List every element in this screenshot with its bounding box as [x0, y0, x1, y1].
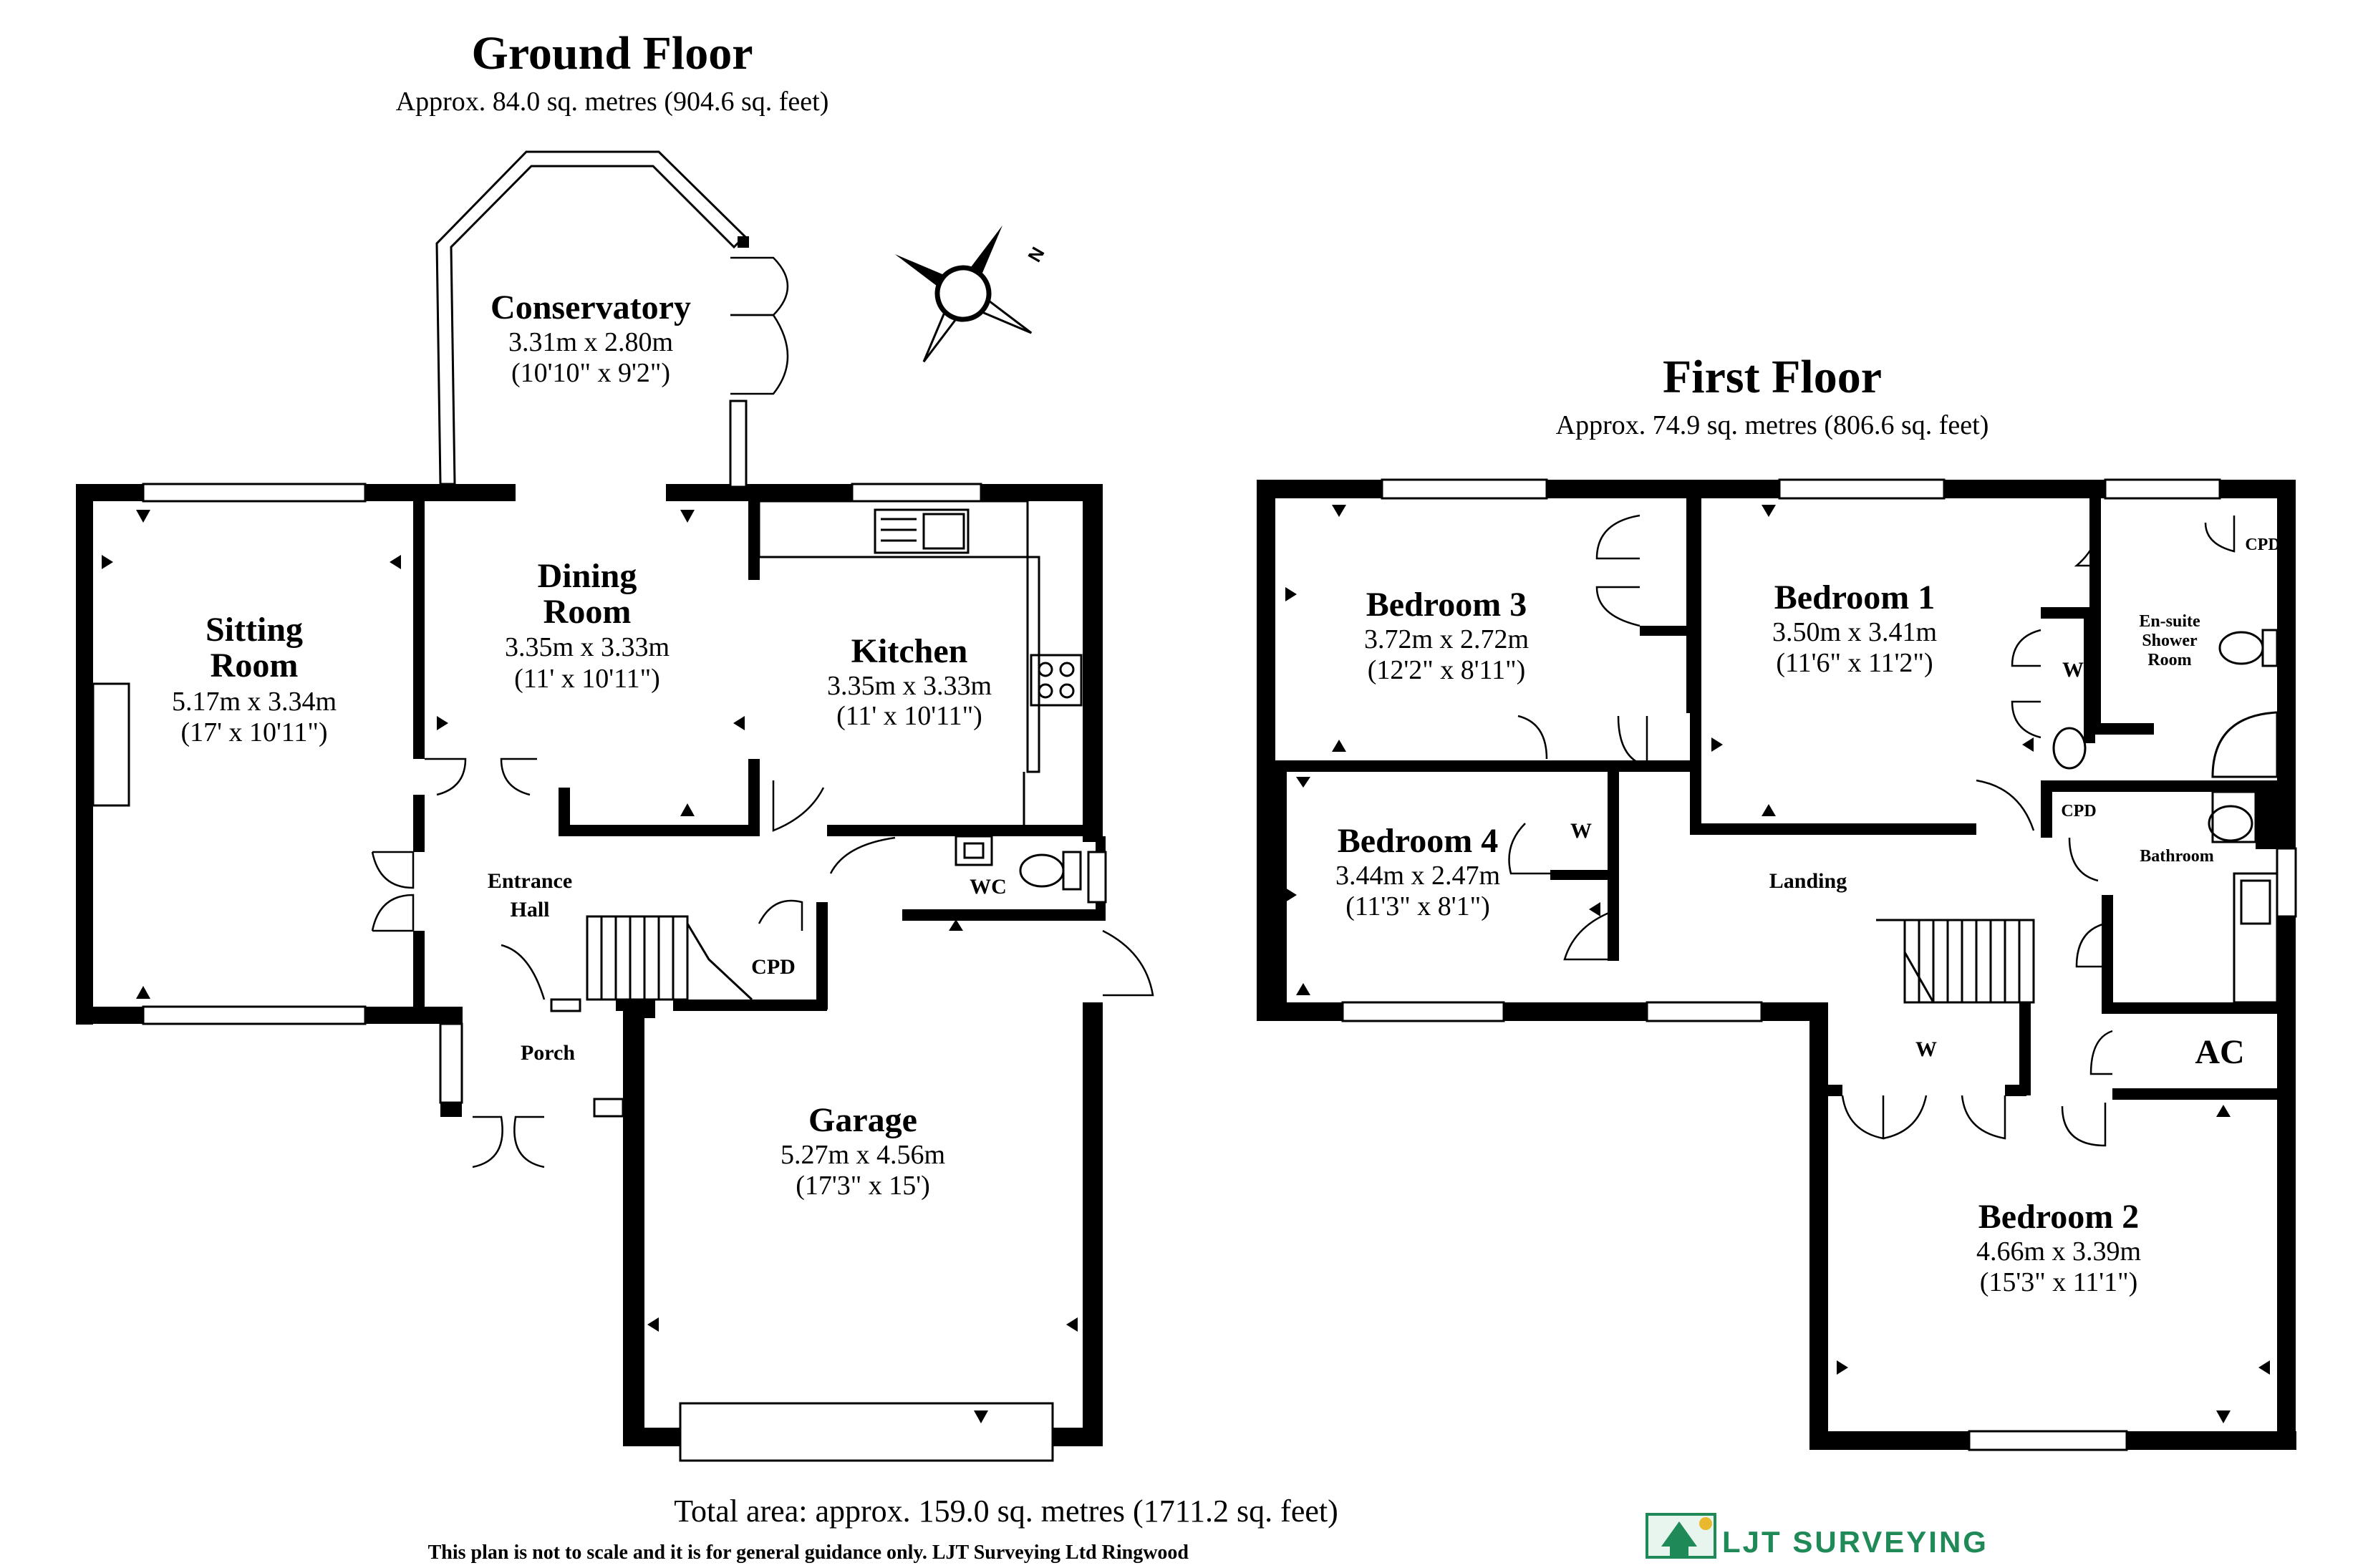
ground-room-labels: Conservatory 3.31m x 2.80m (10'10" x 9'2… [172, 289, 1007, 1201]
cpd-bath-name: CPD [2061, 802, 2096, 821]
bedroom-2-imperial: (15'3" x 11'1") [1980, 1267, 2138, 1297]
conservatory-metric: 3.31m x 2.80m [508, 327, 673, 357]
ground-floor-area: Approx. 84.0 sq. metres (904.6 sq. feet) [396, 87, 829, 117]
first-floor-windows [1341, 478, 2297, 1451]
bedroom-4-name: Bedroom 4 [1338, 822, 1498, 860]
dining-room-imperial: (11' x 10'11") [514, 664, 660, 694]
first-floor-title: First Floor [1663, 351, 1882, 403]
dining-room-name-2: Room [543, 593, 632, 631]
garage-metric: 5.27m x 4.56m [781, 1140, 945, 1170]
ensuite-line-1: En-suite [2139, 612, 2200, 631]
wardrobe-bed2-label: W [1915, 1037, 1937, 1061]
dining-room-name-1: Dining [538, 557, 637, 595]
first-dimension-markers [1285, 505, 2270, 1423]
garage-imperial: (17'3" x 15') [796, 1171, 930, 1201]
conservatory-imperial: (10'10" x 9'2") [511, 358, 670, 388]
entrance-hall-name-2: Hall [510, 898, 549, 921]
sitting-room-metric: 5.17m x 3.34m [172, 687, 337, 717]
conservatory-name: Conservatory [491, 289, 691, 326]
bedroom-1-name: Bedroom 1 [1774, 579, 1935, 616]
wardrobe-bed4-label: W [1570, 819, 1592, 843]
compass-icon [894, 225, 1033, 363]
kitchen-metric: 3.35m x 3.33m [827, 671, 992, 701]
ground-dimension-markers [102, 510, 1078, 1423]
bedroom-3-metric: 3.72m x 2.72m [1364, 624, 1529, 654]
fireplace [92, 682, 130, 807]
first-room-labels: Bedroom 3 3.72m x 2.72m (12'2" x 8'11") … [1335, 536, 2281, 1297]
compass-north-label: N [1023, 243, 1048, 266]
garage-name: Garage [808, 1101, 917, 1139]
bedroom-3-name: Bedroom 3 [1366, 586, 1527, 624]
disclaimer: This plan is not to scale and it is for … [428, 1542, 1189, 1564]
conservatory-glazing [435, 150, 749, 488]
landing-name: Landing [1769, 869, 1847, 893]
porch-name: Porch [521, 1041, 575, 1065]
wc-name: WC [970, 875, 1007, 899]
entrance-hall-name-1: Entrance [488, 869, 572, 893]
sitting-room-name-1: Sitting [206, 611, 303, 649]
first-floor-doors [1508, 514, 2236, 1147]
bedroom-2-metric: 4.66m x 3.39m [1976, 1237, 2141, 1267]
bedroom-2-name: Bedroom 2 [1978, 1198, 2139, 1236]
ground-floor-title: Ground Floor [471, 27, 753, 79]
ensuite-line-3: Room [2147, 651, 2191, 669]
kitchen-imperial: (11' x 10'11") [836, 701, 982, 731]
ground-floor-doors [371, 256, 1154, 1168]
cpd-name: CPD [751, 955, 796, 979]
total-area: Total area: approx. 159.0 sq. metres (17… [674, 1494, 1338, 1529]
wardrobe-bed1-label: W [2062, 658, 2084, 682]
ground-floor-windows [142, 483, 1107, 1462]
bathroom-fittings [2052, 629, 2279, 1004]
wc-fittings [955, 835, 1082, 891]
ensuite-line-2: Shower [2142, 631, 2198, 650]
kitchen-fittings [758, 500, 1083, 825]
bathroom-name: Bathroom [2140, 847, 2214, 866]
dining-room-metric: 3.35m x 3.33m [505, 632, 670, 662]
ljt-logo-icon [1646, 1513, 1716, 1559]
bedroom-1-imperial: (11'6" x 11'2") [1776, 648, 1933, 678]
ac-label: AC [2195, 1033, 2244, 1071]
bedroom-3-imperial: (12'2" x 8'11") [1368, 655, 1526, 685]
bedroom-4-metric: 3.44m x 2.47m [1335, 861, 1500, 891]
brand-name: LJT SURVEYING [1722, 1525, 1989, 1559]
first-stairs [1876, 919, 2035, 1004]
bedroom-1-metric: 3.50m x 3.41m [1772, 617, 1937, 647]
first-floor-area: Approx. 74.9 sq. metres (806.6 sq. feet) [1556, 410, 1989, 440]
kitchen-name: Kitchen [851, 632, 968, 670]
sitting-room-name-2: Room [211, 647, 299, 684]
bedroom-4-imperial: (11'3" x 8'1") [1345, 891, 1490, 921]
sitting-room-imperial: (17' x 10'11") [180, 717, 327, 747]
ground-stairs [586, 915, 753, 1001]
cpd-top-name: CPD [2245, 536, 2280, 554]
